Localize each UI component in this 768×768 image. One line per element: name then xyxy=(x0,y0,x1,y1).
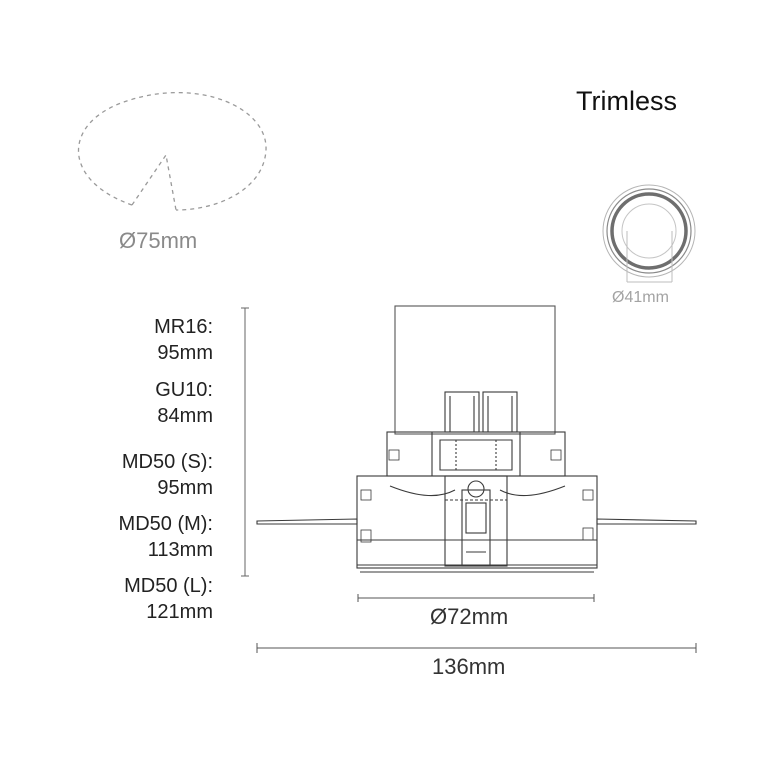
fixture-side-view xyxy=(256,305,697,573)
cutout-label: Ø75mm xyxy=(119,228,198,253)
cutout-notch xyxy=(131,153,177,211)
lamp-type: MD50 (L): xyxy=(124,575,213,597)
height-dimension-line xyxy=(241,307,249,577)
lamp-height: 95mm xyxy=(157,342,213,364)
height-item: GU10: 84mm xyxy=(155,377,213,429)
lamp-type: MD50 (M): xyxy=(118,513,213,535)
total-width-dimension xyxy=(256,643,697,653)
height-item: MD50 (L): 121mm xyxy=(124,573,213,625)
height-item: MR16: 95mm xyxy=(154,314,213,366)
title: Trimless xyxy=(576,86,677,116)
lamp-height: 84mm xyxy=(157,405,213,427)
lamp-type: MR16: xyxy=(154,316,213,338)
lamp-type: GU10: xyxy=(155,379,213,401)
cutout-dashed-outline xyxy=(78,91,267,211)
body-diameter-dimension xyxy=(357,594,595,602)
lamp-height: 121mm xyxy=(146,601,213,623)
front-diameter-label: Ø41mm xyxy=(612,289,669,306)
lamp-type: MD50 (S): xyxy=(121,451,213,473)
total-width-label: 136mm xyxy=(432,654,506,679)
lamp-height: 95mm xyxy=(157,477,213,499)
front-view xyxy=(602,184,696,283)
height-item: MD50 (S): 95mm xyxy=(122,449,213,501)
body-diameter-label: Ø72mm xyxy=(430,604,509,629)
height-item: MD50 (M): 113mm xyxy=(119,511,213,563)
lamp-height: 113mm xyxy=(147,539,213,561)
